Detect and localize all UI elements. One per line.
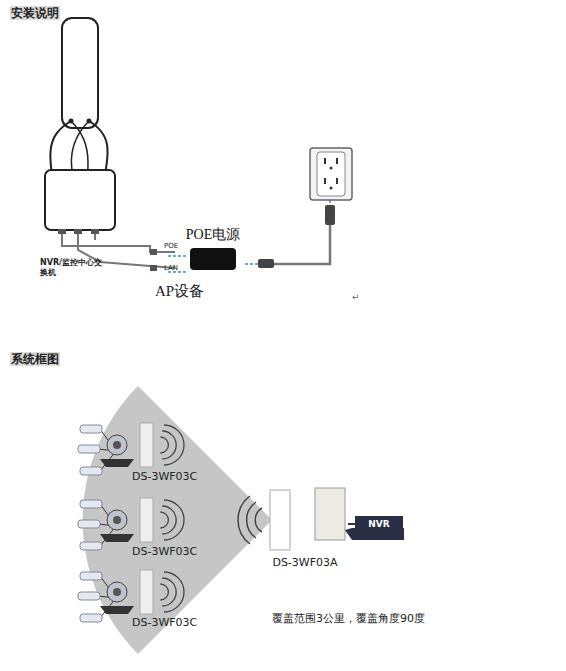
port-label: LAN <box>164 264 178 272</box>
port-label: POE <box>164 242 178 250</box>
wall-outlet <box>310 148 352 200</box>
node-text: DS-3WF03A <box>272 556 337 569</box>
base-station: DS-3WF03A <box>262 485 348 569</box>
device-label: AP设备 <box>155 282 204 300</box>
nvr-box: NVR <box>355 516 403 532</box>
base-antenna <box>270 490 290 550</box>
section-heading: 系统框图 <box>10 352 60 366</box>
base-unit <box>315 488 345 540</box>
client-bridge-label: DS-3WF03C <box>128 614 201 630</box>
client-bridge-label: DS-3WF03C <box>128 543 201 559</box>
coverage-note: 覆盖范围3公里，覆盖角度90度 <box>272 612 425 625</box>
node-text: POE电源 <box>186 226 240 244</box>
node-text: DS-3WF03C <box>132 545 197 558</box>
section-heading: 安装说明 <box>10 6 60 20</box>
paragraph-mark: ↵ <box>352 292 360 303</box>
antenna <box>62 18 98 128</box>
poe-power-box: POE电源 <box>190 248 236 270</box>
node-text: NVR <box>368 519 389 529</box>
coverage-fan <box>83 386 272 654</box>
node-text: DS-3WF03C <box>132 470 197 483</box>
node-text: DS-3WF03C <box>132 616 197 629</box>
ap-device <box>45 170 115 230</box>
connector <box>348 523 355 525</box>
client-bridge-label: DS-3WF03C <box>128 468 201 484</box>
cable-label: NVR/监控中心交换机 <box>40 258 102 277</box>
